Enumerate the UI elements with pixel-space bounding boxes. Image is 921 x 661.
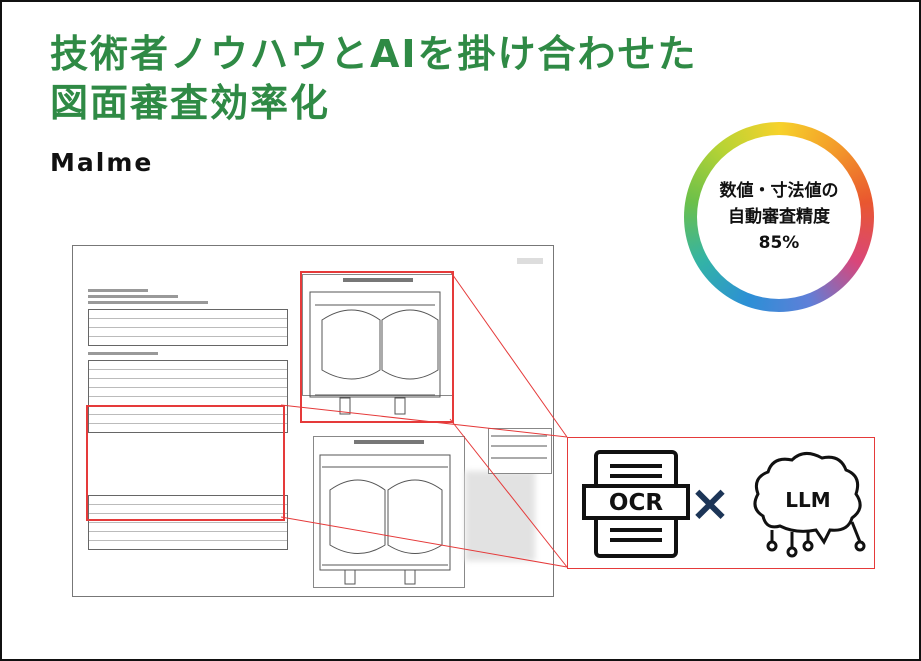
accuracy-badge-inner: 数値・寸法値の 自動審査精度 85% xyxy=(697,135,861,299)
page-title-line2: 図面審査効率化 xyxy=(50,81,331,125)
brand-name: Malme xyxy=(50,148,154,177)
ocr-llm-callout: OCR × LLM xyxy=(567,437,875,569)
spec-table-3 xyxy=(88,495,288,550)
ocr-label: OCR xyxy=(609,490,663,516)
highlight-table xyxy=(86,405,285,521)
cross-icon: × xyxy=(689,474,731,532)
llm-label: LLM xyxy=(785,488,830,512)
document-header-mark xyxy=(517,258,543,264)
page-title: 技術者ノウハウとAIを掛け合わせた 図面審査効率化 xyxy=(50,30,698,128)
ocr-icon xyxy=(582,450,690,558)
accuracy-label-1: 数値・寸法値の xyxy=(719,181,839,201)
highlight-drawing xyxy=(300,271,454,423)
accuracy-label-2: 自動審査精度 xyxy=(728,207,830,227)
blurred-region xyxy=(465,471,535,561)
accuracy-value: 85% xyxy=(758,233,800,253)
callout-art: OCR × LLM xyxy=(582,450,866,558)
accuracy-badge: 数値・寸法値の 自動審査精度 85% xyxy=(684,122,874,312)
page-title-line1: 技術者ノウハウとAIを掛け合わせた xyxy=(50,32,698,76)
brain-icon xyxy=(753,452,866,558)
spec-table-1 xyxy=(88,309,288,346)
bridge-drawing-bottom xyxy=(313,436,465,588)
